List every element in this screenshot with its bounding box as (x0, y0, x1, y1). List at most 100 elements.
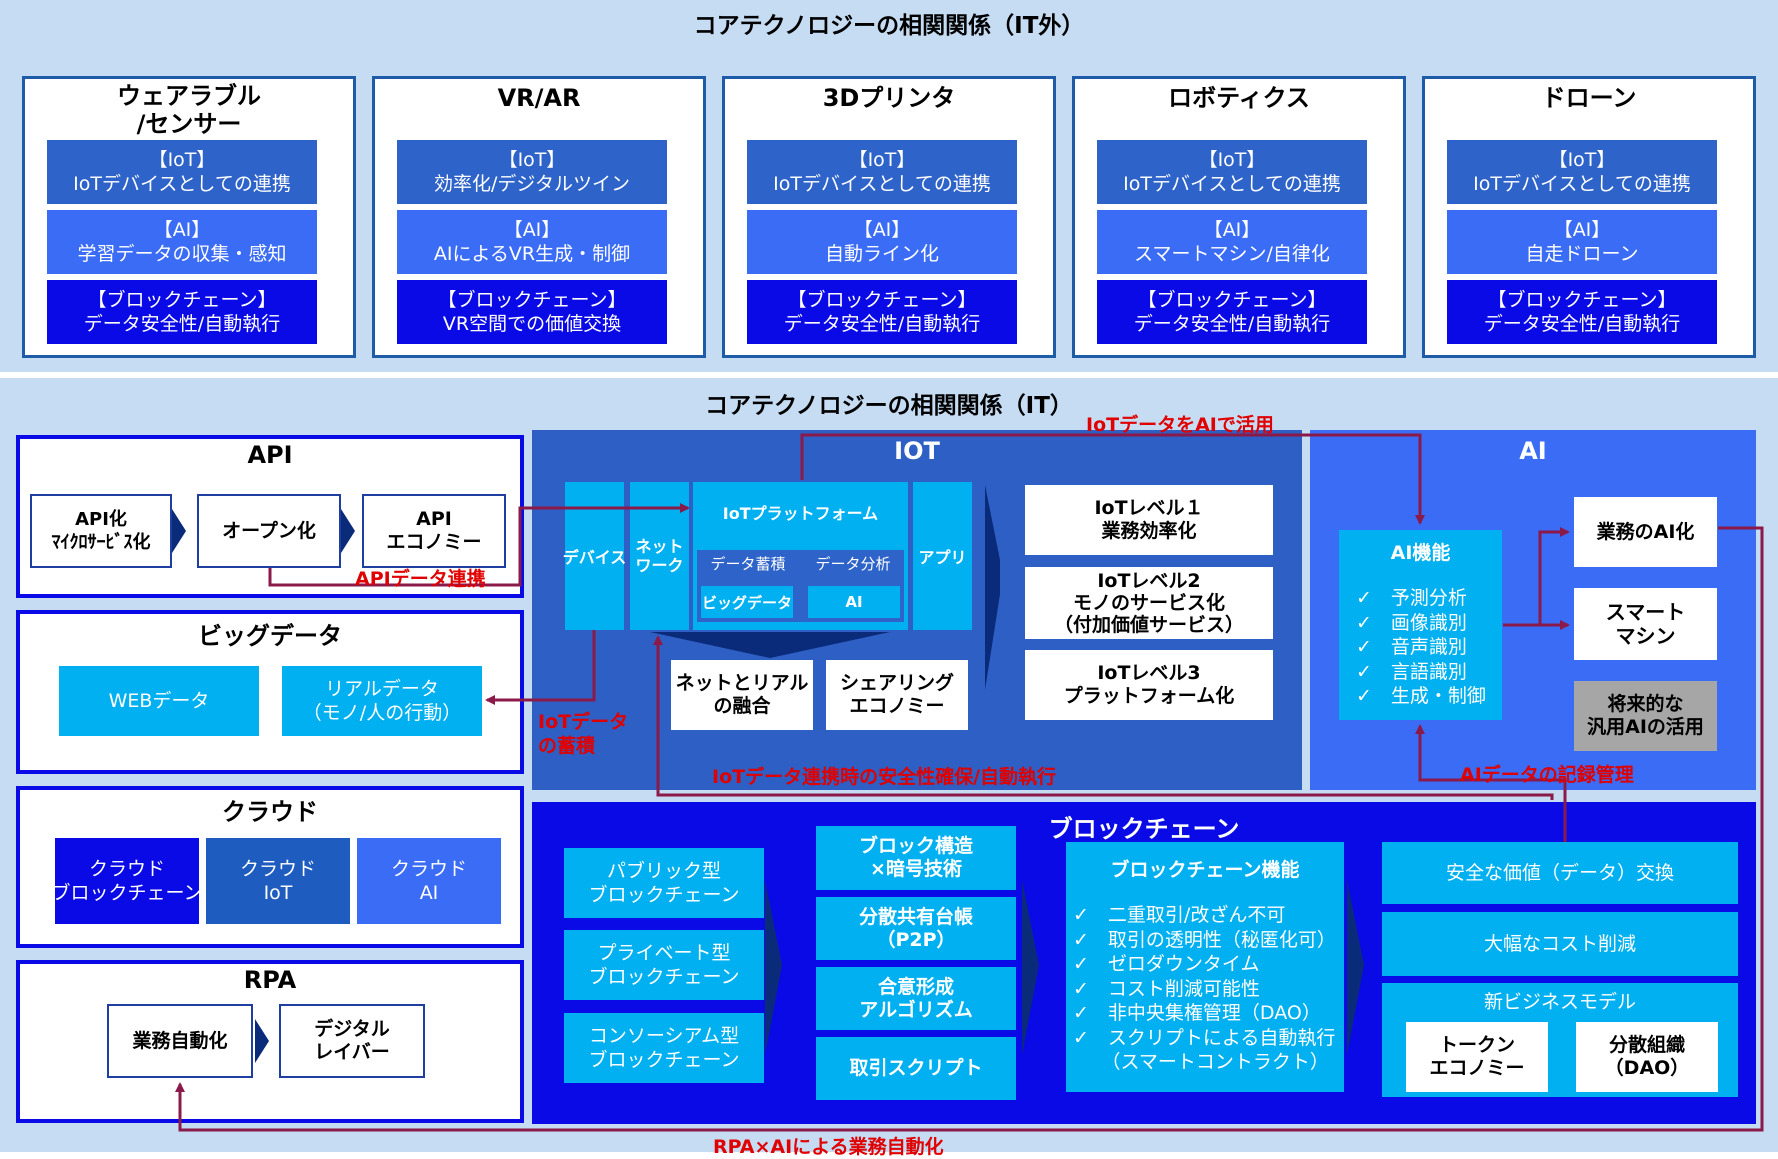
ai-function-list: ✓ 予測分析 ✓ 画像識別 ✓ 音声識別 ✓ 言語識別 ✓ 生成・制御 (1356, 586, 1502, 709)
cloud-iot-box: クラウド IoT (206, 838, 350, 924)
ai-function-item: ✓ 予測分析 (1356, 587, 1467, 609)
general-ai-box: 将来的な 汎用AIの活用 (1574, 681, 1717, 751)
chevron-right-icon (172, 509, 186, 553)
bc-outcome-1: 安全な価値（データ）交換 (1382, 842, 1738, 904)
tech-card-bc-tile: 【ブロックチェーン】 データ安全性/自動執行 (747, 280, 1017, 344)
iot-level-3: IoTレベル3 プラットフォーム化 (1025, 650, 1273, 720)
tech-card-bc-tile: 【ブロックチェーン】 データ安全性/自動執行 (1447, 280, 1717, 344)
bc-outcome-2: 大幅なコスト削減 (1382, 912, 1738, 976)
cloud-ai-label: クラウド AI (390, 858, 467, 904)
iot-level-1: IoTレベル１ 業務効率化 (1025, 485, 1273, 555)
tech-card-iot-tile: 【IoT】 IoTデバイスとしての連携 (747, 140, 1017, 204)
label-iot-ai: IoTデータをAIで活用 (1086, 414, 1274, 436)
chevron-right-icon (341, 509, 355, 553)
api-step-1: API化 ﾏｲｸﾛｻｰﾋﾞｽ化 (30, 494, 172, 568)
ai-function-item: ✓ 画像識別 (1356, 611, 1467, 634)
cloud-ai-box: クラウド AI (357, 838, 501, 924)
token-economy-label: トークン エコノミー (1429, 1034, 1525, 1079)
tech-card-iot-tile: 【IoT】 効率化/デジタルツイン (397, 140, 667, 204)
iot-level-1-label: IoTレベル１ 業務効率化 (1094, 497, 1204, 542)
business-ai-label: 業務のAI化 (1596, 520, 1695, 543)
tech-card-ai-tile: 【AI】 学習データの収集・感知 (47, 210, 317, 274)
tech-card-iot-tile: 【IoT】 IoTデバイスとしての連携 (1447, 140, 1717, 204)
cloud-blockchain-box: クラウド ブロックチェーン (51, 838, 203, 924)
api-title: API (247, 441, 293, 469)
label-rpa-ai: RPA×AIによる業務自動化 (713, 1136, 944, 1158)
rpa-step-1-label: 業務自動化 (132, 1029, 228, 1052)
rpa-title: RPA (243, 966, 297, 994)
tech-card-ai-tile: 【AI】 自走ドローン (1447, 210, 1717, 274)
smart-machine-box: スマート マシン (1574, 588, 1717, 660)
cloud-iot-label: クラウド IoT (239, 858, 316, 904)
tech-card-bc-tile: 【ブロックチェーン】 データ安全性/自動執行 (47, 280, 317, 344)
bc-type-private-label: プライベート型 ブロックチェーン (588, 942, 740, 988)
rpa-step-2-label: デジタル レイバー (314, 1018, 390, 1063)
ai-function-title: AI機能 (1390, 542, 1451, 564)
fusion-label: ネットとリアル の融合 (675, 672, 809, 717)
label-iot-store: IoTデータ の蓄積 (538, 711, 629, 757)
ai-function-item: ✓ 言語識別 (1356, 660, 1467, 683)
label-iot-security: IoTデータ連携時の安全性確保/自動執行 (712, 766, 1057, 788)
api-step-3: API エコノミー (362, 494, 506, 568)
bottom-title: コアテクノロジーの相関関係（IT） (705, 393, 1073, 419)
tech-card-title: ロボティクス (1168, 84, 1310, 112)
tech-card-iot-tile: 【IoT】 IoTデバイスとしての連携 (1097, 140, 1367, 204)
bc-outcome-1-label: 安全な価値（データ）交換 (1445, 862, 1674, 884)
rpa-step-1: 業務自動化 (107, 1004, 253, 1078)
tech-card-iot-tile: 【IoT】 IoTデバイスとしての連携 (47, 140, 317, 204)
ai-function-item: ✓ 音声識別 (1356, 636, 1467, 658)
bc-flow-arrows (765, 880, 1364, 1055)
web-data-box: WEBデータ (59, 666, 259, 736)
bc-type-public-label: パブリック型 ブロックチェーン (588, 860, 740, 906)
api-step-2-label: オープン化 (222, 519, 316, 542)
bigdata-title: ビッグデータ (198, 622, 342, 650)
chevron-right-icon (985, 485, 1000, 690)
tech-card-title: VR/AR (497, 84, 581, 112)
label-api-data: APIデータ連携 (355, 568, 486, 590)
ai-function-item: ✓ 生成・制御 (1356, 685, 1486, 707)
dao-box: 分散組織 （DAO） (1576, 1022, 1718, 1092)
chevron-right-icon (1347, 880, 1364, 1055)
tech-card-title: ウェアラブル /センサー (117, 82, 261, 138)
real-data-box: リアルデータ （モノ/人の行動） (282, 666, 482, 736)
chevron-right-icon (255, 1019, 269, 1063)
api-step-1-label: API化 ﾏｲｸﾛｻｰﾋﾞｽ化 (51, 509, 151, 553)
bc-new-model-title: 新ビジネスモデル (1483, 991, 1636, 1013)
bc-outcome-2-label: 大幅なコスト削減 (1483, 933, 1636, 955)
iot-level-2-label: IoTレベル2 モノのサービス化 （付加価値サービス） (1053, 570, 1244, 636)
cloud-title: クラウド (222, 798, 318, 826)
iot-level-2: IoTレベル2 モノのサービス化 （付加価値サービス） (1025, 567, 1273, 639)
fusion-box: ネットとリアル の融合 (671, 660, 813, 730)
dao-label: 分散組織 （DAO） (1604, 1034, 1690, 1079)
bc-type-public: パブリック型 ブロックチェーン (564, 848, 764, 918)
real-data-label: リアルデータ （モノ/人の行動） (302, 678, 462, 724)
tech-card-ai-tile: 【AI】 AIによるVR生成・制御 (397, 210, 667, 274)
web-data-label: WEBデータ (108, 690, 210, 712)
sharing-label: シェアリング エコノミー (839, 672, 954, 717)
tech-card-title: ドローン (1541, 84, 1637, 112)
tech-card-ai-tile: 【AI】 自動ライン化 (747, 210, 1017, 274)
bc-type-consortium: コンソーシアム型 ブロックチェーン (564, 1013, 764, 1083)
tech-card-title: 3Dプリンタ (822, 84, 956, 112)
business-ai-box: 業務のAI化 (1574, 497, 1717, 567)
token-economy-box: トークン エコノミー (1406, 1022, 1548, 1092)
bc-type-private: プライベート型 ブロックチェーン (564, 930, 764, 1000)
chevron-right-icon (1022, 880, 1039, 1055)
label-ai-record: AIデータの記録管理 (1460, 764, 1634, 786)
top-title: コアテクノロジーの相関関係（IT外） (693, 13, 1085, 39)
bc-type-consortium-label: コンソーシアム型 ブロックチェーン (588, 1025, 740, 1071)
down-arrow-icon (650, 632, 890, 658)
tech-card-bc-tile: 【ブロックチェーン】 データ安全性/自動執行 (1097, 280, 1367, 344)
chevron-right-icon (765, 880, 782, 1055)
rpa-step-2: デジタル レイバー (279, 1004, 425, 1078)
smart-machine-label: スマート マシン (1605, 600, 1686, 648)
api-step-2: オープン化 (197, 494, 341, 568)
iot-title: IOT (894, 437, 940, 465)
sharing-box: シェアリング エコノミー (826, 660, 968, 730)
blockchain-title: ブロックチェーン (1048, 815, 1240, 843)
api-step-3-label: API エコノミー (386, 508, 482, 553)
iot-level-3-label: IoTレベル3 プラットフォーム化 (1063, 662, 1235, 707)
cloud-blockchain-label: クラウド ブロックチェーン (51, 858, 203, 904)
tech-card-bc-tile: 【ブロックチェーン】 VR空間での価値交換 (397, 280, 667, 344)
ai-title: AI (1519, 437, 1547, 465)
